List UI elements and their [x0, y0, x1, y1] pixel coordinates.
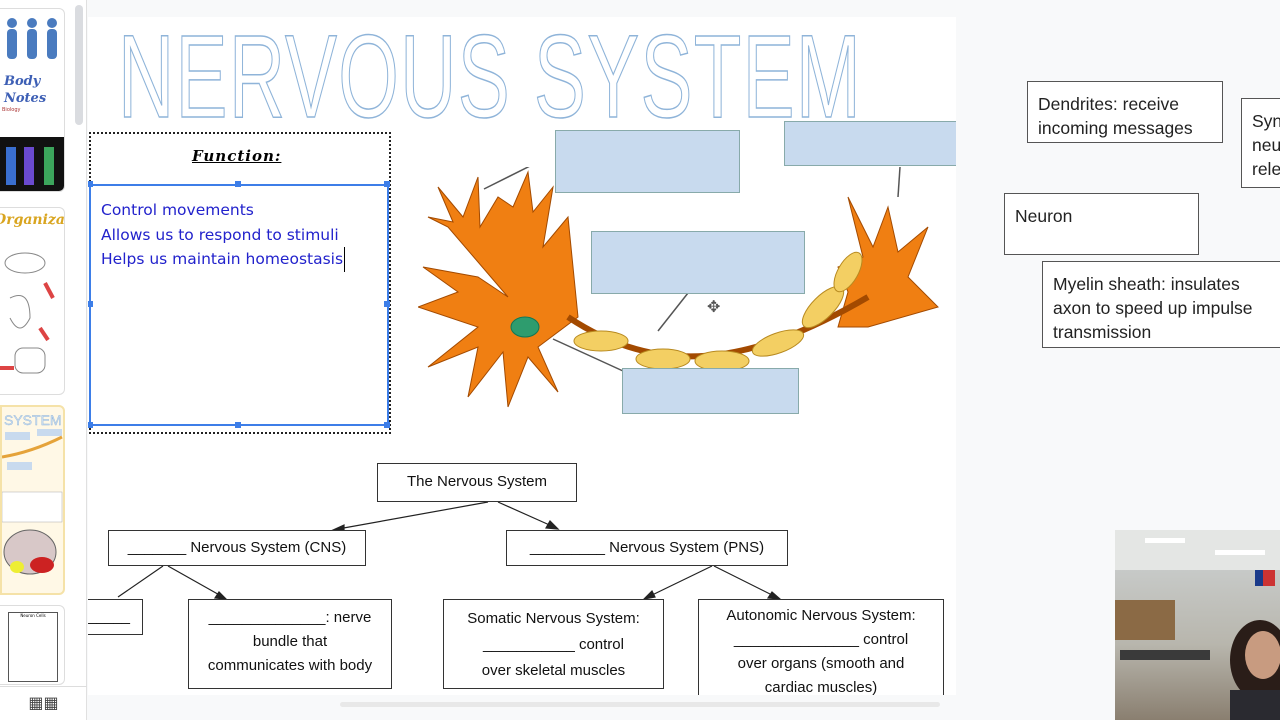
thumb-title: Organization — [0, 212, 65, 228]
autonomic-line: Autonomic Nervous System: — [726, 607, 916, 624]
organization-diagram — [0, 252, 55, 374]
autonomic-line: cardiac muscles) — [764, 679, 878, 695]
body-figures-image — [7, 18, 57, 59]
nerve-box: ______________: nerve bundle that commun… — [188, 599, 392, 689]
slide-thumbnail-1[interactable]: Body Notes Biology — [0, 8, 65, 192]
cns-box: _______ Nervous System (CNS) — [108, 530, 366, 566]
word-bank-dendrites[interactable]: Dendrites: receive incoming messages — [1027, 81, 1223, 143]
nervous-system-root-box: The Nervous System — [377, 463, 577, 502]
word-bank-line: axon to speed up impulse — [1053, 298, 1253, 318]
autonomic-line: over organs (smooth and — [737, 655, 905, 672]
somatic-box: Somatic Nervous System: ___________ cont… — [443, 599, 664, 689]
word-bank-line: Dendrites: receive — [1038, 94, 1180, 114]
autonomic-line: _______________ control — [733, 631, 909, 648]
grid-icon: ▦▦ — [28, 693, 59, 712]
move-cursor-icon: ✥ — [707, 297, 721, 316]
neuron-diagram — [418, 167, 939, 408]
word-bank-neuron[interactable]: Neuron — [1004, 193, 1199, 255]
slide-title: NERVOUS SYSTEM — [118, 17, 863, 144]
horizontal-scrollbar[interactable] — [340, 702, 940, 707]
slide-thumbnail-3-current[interactable]: SYSTEM — [0, 405, 65, 595]
word-bank-line: Myelin sheath: insulates — [1053, 274, 1240, 294]
word-bank-line: incoming messages — [1038, 118, 1193, 138]
cns-sub-box: _____ — [88, 599, 143, 635]
resize-handle[interactable] — [88, 422, 93, 428]
body-systems-image — [0, 137, 64, 191]
somatic-line: over skeletal muscles — [481, 662, 626, 679]
blank-label-box[interactable] — [591, 231, 805, 294]
word-bank-synapse[interactable]: Syn neu rele — [1241, 98, 1280, 188]
nerve-line: bundle that — [252, 633, 328, 650]
somatic-line: ___________ control — [483, 636, 624, 653]
word-bank-line: Neuron — [1015, 206, 1073, 226]
myelin-sheath — [573, 251, 863, 372]
word-bank-line: neu — [1252, 135, 1280, 155]
blank-label-box[interactable] — [784, 121, 956, 166]
resize-handle[interactable] — [88, 301, 93, 307]
thumb-title: Body Notes — [4, 74, 47, 106]
word-bank-myelin[interactable]: Myelin sheath: insulates axon to speed u… — [1042, 261, 1280, 348]
pns-box: _________ Nervous System (PNS) — [506, 530, 788, 566]
slide-thumbnail-panel: Body Notes Biology Organization SYSTEM N… — [0, 0, 87, 720]
nerve-line: ______________: nerve — [208, 609, 372, 626]
svg-text:SYSTEM: SYSTEM — [4, 412, 62, 428]
somatic-line: Somatic Nervous System: — [467, 610, 640, 627]
webcam-presenter-image — [1115, 530, 1280, 720]
thumb-title: Neuron Cells — [8, 612, 58, 682]
resize-handle[interactable] — [88, 181, 93, 187]
word-bank-line: Syn — [1252, 111, 1280, 131]
grid-view-button[interactable]: ▦▦ — [0, 686, 87, 720]
resize-handle[interactable] — [384, 422, 390, 428]
function-line: Helps us maintain homeostasis — [101, 247, 346, 272]
resize-handle[interactable] — [384, 301, 390, 307]
sidebar-scrollbar[interactable] — [75, 5, 83, 125]
word-bank-line: rele — [1252, 159, 1280, 179]
thumb-subtitle: Biology — [2, 107, 21, 113]
slide-canvas[interactable]: NERVOUS SYSTEM Function: Control movemen… — [88, 17, 956, 695]
resize-handle[interactable] — [235, 181, 241, 187]
webcam-video — [1115, 530, 1280, 720]
resize-handle[interactable] — [384, 181, 390, 187]
hierarchy-arrows — [117, 501, 782, 600]
slide-thumbnail-2[interactable]: Organization — [0, 207, 65, 395]
autonomic-box: Autonomic Nervous System: ______________… — [698, 599, 944, 695]
slide-thumbnail-4[interactable]: Neuron Cells — [0, 605, 65, 685]
function-line: Allows us to respond to stimuli — [101, 225, 339, 244]
blank-label-box[interactable] — [555, 130, 740, 193]
resize-handle[interactable] — [235, 422, 241, 428]
nervous-system-thumbnail: SYSTEM — [2, 412, 63, 575]
function-title: Function: — [192, 147, 282, 165]
word-bank-line: transmission — [1053, 322, 1152, 342]
function-line: Control movements — [101, 201, 254, 219]
nerve-line: communicates with body — [207, 657, 373, 674]
blank-label-box[interactable] — [622, 368, 799, 414]
nucleus — [510, 316, 540, 338]
